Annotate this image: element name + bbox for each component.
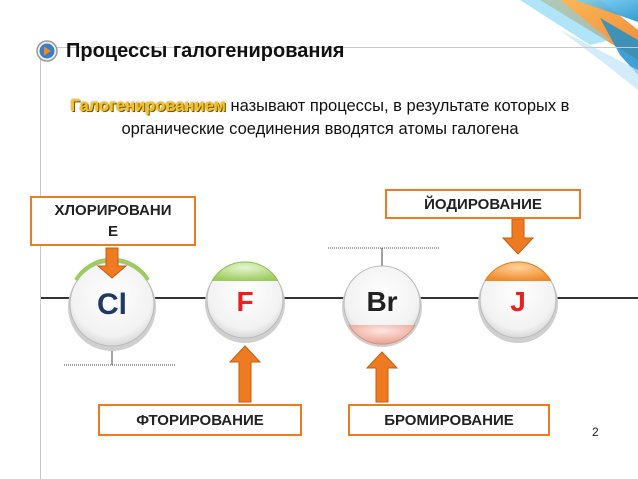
arrow-right-circle-icon: [36, 40, 58, 62]
element-symbol-cl: Cl: [97, 288, 127, 321]
fluorination-label: ФТОРИРОВАНИЕ: [136, 411, 264, 429]
element-circle-j: [478, 261, 558, 343]
bromination-label: БРОМИРОВАНИЕ: [384, 411, 514, 429]
chlorination-box: ХЛОРИРОВАНИ Е: [30, 196, 196, 246]
iodination-box: ЙОДИРОВАНИЕ: [385, 189, 581, 219]
arrow-icon: [365, 351, 399, 403]
arrow-icon: [501, 218, 535, 255]
chlorination-label: ХЛОРИРОВАНИ Е: [54, 202, 172, 240]
page-title: Процессы галогенирования: [66, 40, 345, 62]
element-circle-cl: [68, 257, 156, 351]
iodination-label: ЙОДИРОВАНИЕ: [424, 195, 542, 213]
element-circle-f: [205, 261, 285, 343]
element-symbol-f: F: [236, 286, 254, 317]
intro-text: Галогенированием называют процессы, в ре…: [60, 95, 580, 141]
bromination-box: БРОМИРОВАНИЕ: [348, 404, 550, 436]
frame-line-top: [40, 47, 638, 48]
intro-rest: называют процессы, в результате которых …: [121, 97, 570, 138]
arrow-icon: [228, 345, 262, 403]
frame-line-left: [40, 47, 41, 479]
fluorination-box: ФТОРИРОВАНИЕ: [98, 404, 302, 436]
intro-highlight: Галогенированием: [70, 97, 226, 115]
element-symbol-j: J: [510, 286, 526, 317]
corner-decoration: [520, 0, 638, 90]
page-number: 2: [592, 425, 599, 439]
element-symbol-br: Br: [366, 286, 398, 317]
element-circle-br: [342, 265, 422, 347]
arrow-icon: [96, 247, 128, 279]
